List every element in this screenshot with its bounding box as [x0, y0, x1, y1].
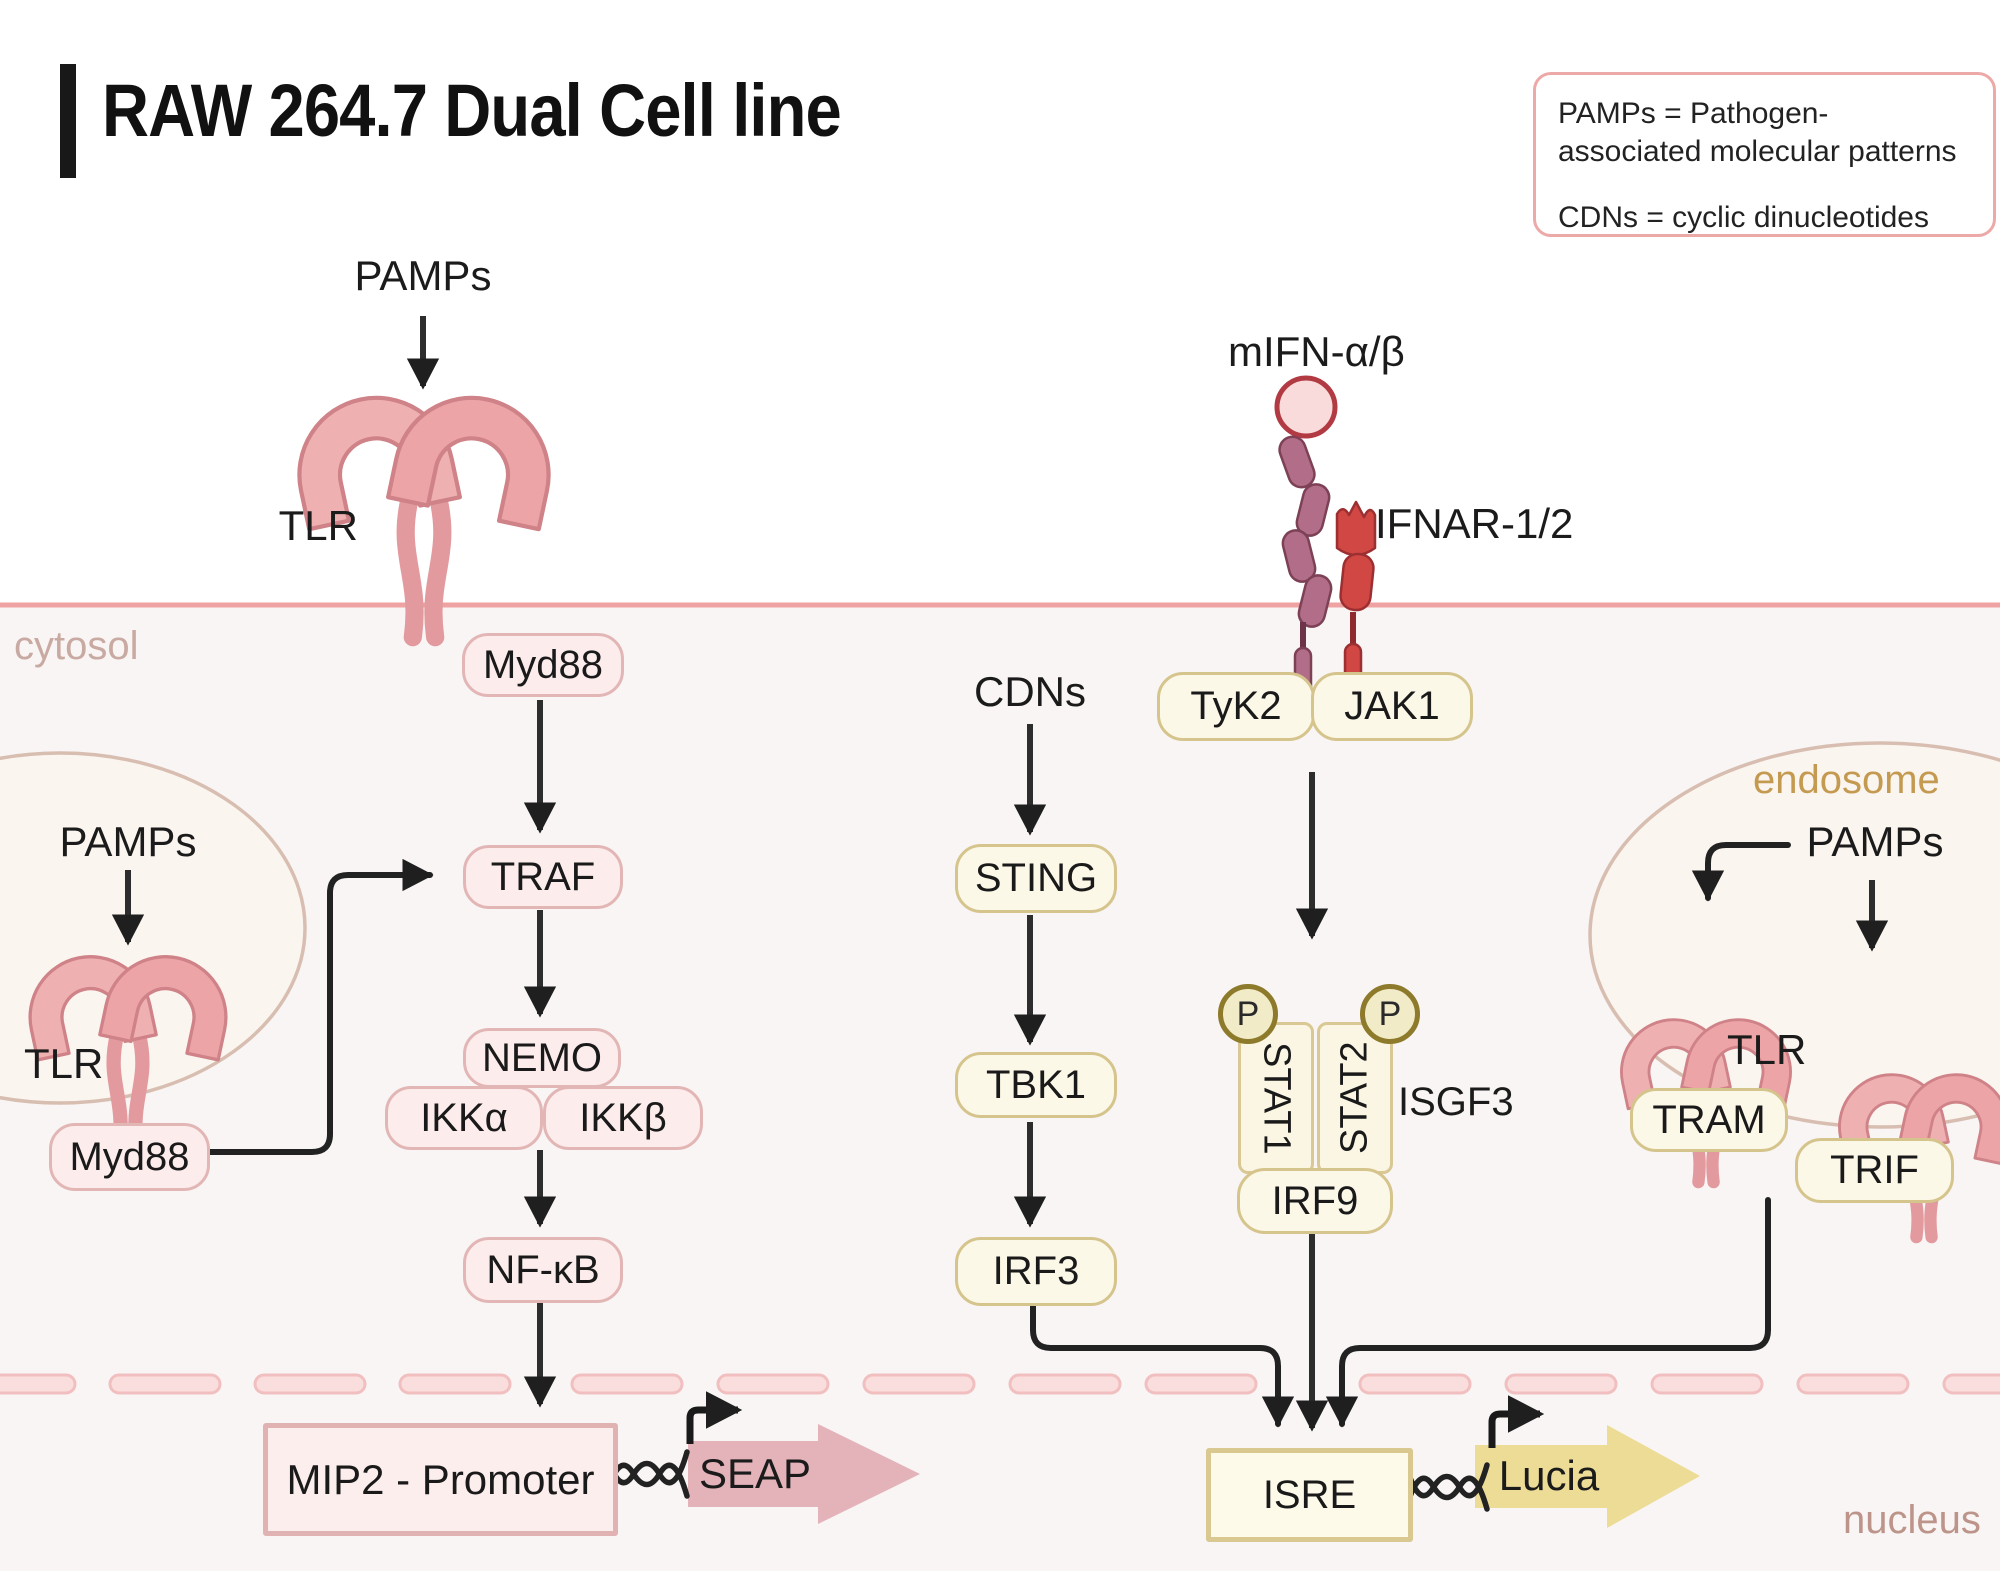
legend-cdns-line: CDNs = cyclic dinucleotides [1558, 201, 1929, 234]
ikkb-node: IKKβ [543, 1086, 703, 1150]
nuclear-membrane [0, 1373, 2000, 1395]
transcription-start-arrows [686, 1391, 1545, 1448]
myd88-surface-node: Myd88 [462, 633, 624, 697]
elbow-arrows [203, 842, 1791, 1428]
legend-pamps-line2: associated molecular patterns [1558, 135, 1957, 168]
mifn-ligand-icon [1274, 375, 1338, 439]
legend-pamps-line1: PAMPs = Pathogen- [1558, 97, 1829, 130]
pamps-surface-label: PAMPs [354, 252, 492, 299]
seap-arrow-icon [688, 1424, 920, 1524]
isre-node: ISRE [1206, 1448, 1413, 1542]
trif-node: TRIF [1795, 1138, 1954, 1203]
signal-arrows [111, 316, 1889, 1432]
traf-node: TRAF [463, 845, 623, 909]
ifnar-receptor-label: IFNAR-1/2 [1375, 500, 1574, 547]
stat2-node: STAT2 [1317, 1022, 1393, 1174]
title-accent-bar [60, 64, 76, 178]
tlr-vesicle-label: TLR [24, 1040, 104, 1087]
page-title: RAW 264.7 Dual Cell line [102, 69, 842, 152]
legend-spacer [1558, 171, 1971, 199]
tyk2-node: TyK2 [1157, 672, 1315, 741]
isgf3-complex-label: ISGF3 [1398, 1080, 1514, 1124]
left-vesicle-oval [0, 751, 307, 1105]
jak1-node: JAK1 [1311, 672, 1473, 741]
seap-gene-label: SEAP [698, 1450, 812, 1497]
cytosol-label: cytosol [14, 624, 139, 668]
mifn-ligand-label: mIFN-α/β [1228, 328, 1405, 375]
irf3-node: IRF3 [955, 1237, 1117, 1306]
phospho-badge-stat2: P [1360, 984, 1420, 1044]
tlr-surface-label: TLR [278, 502, 358, 549]
nfkb-node: NF-κB [463, 1237, 623, 1303]
irf9-node: IRF9 [1237, 1168, 1393, 1234]
sting-node: STING [955, 844, 1117, 913]
legend-box: PAMPs = Pathogen- associated molecular p… [1533, 72, 1996, 237]
stat1-node: STAT1 [1238, 1022, 1314, 1174]
lucia-arrow-icon [1475, 1425, 1700, 1528]
cdns-label: CDNs [974, 668, 1086, 715]
lucia-gene-label: Lucia [1498, 1452, 1600, 1499]
tram-node: TRAM [1630, 1088, 1788, 1152]
phospho-badge-stat1: P [1218, 984, 1278, 1044]
endosome-label: endosome [1753, 758, 1940, 802]
myd88-vesicle-node: Myd88 [49, 1123, 210, 1191]
nemo-node: NEMO [463, 1028, 621, 1088]
ikka-node: IKKα [385, 1086, 543, 1150]
tlr-endosome-label: TLR [1727, 1026, 1807, 1073]
pamps-vesicle-label: PAMPs [59, 818, 197, 865]
tbk1-node: TBK1 [955, 1052, 1117, 1118]
mip2-promoter-node: MIP2 - Promoter [263, 1423, 618, 1536]
nucleus-label: nucleus [1843, 1498, 1981, 1542]
pamps-endosome-label: PAMPs [1806, 818, 1944, 865]
